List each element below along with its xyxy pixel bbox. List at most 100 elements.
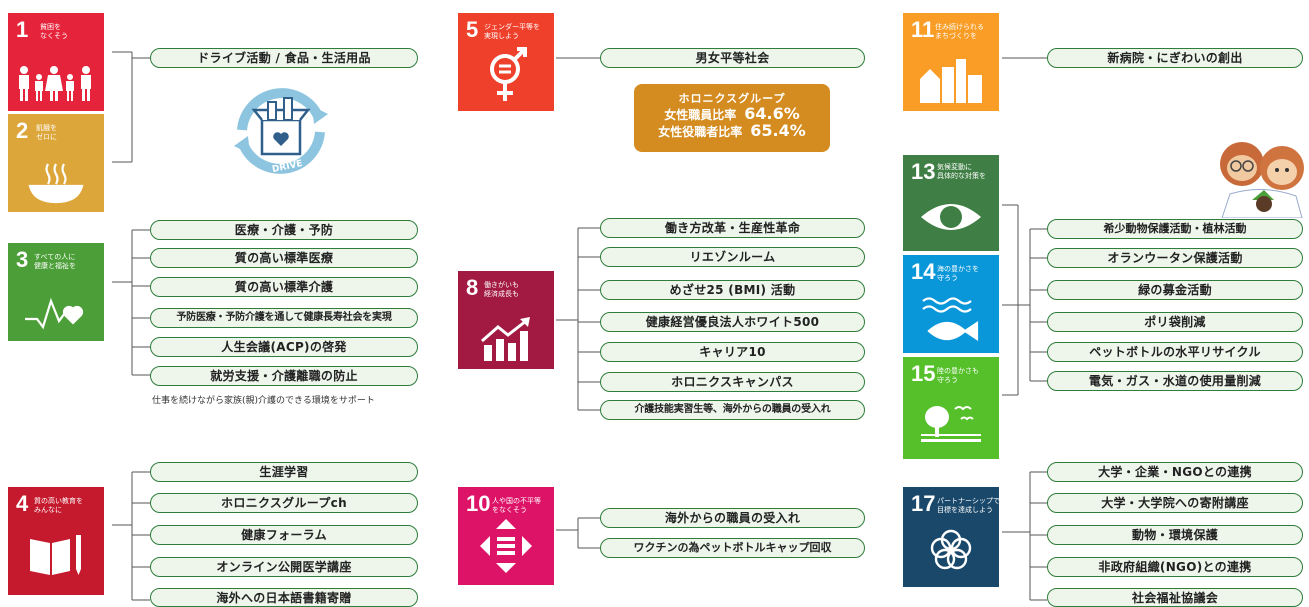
activity-pill: 質の高い標準医療 xyxy=(150,248,418,268)
sdg-goal-4-tile: 4 質の高い教育を みんなに xyxy=(8,487,104,595)
goal-number: 11 xyxy=(911,17,935,42)
activity-pill: 人生会議(ACP)の啓発 xyxy=(150,337,418,357)
activity-pill: オランウータン保護活動 xyxy=(1047,248,1303,268)
sdg-goal-5-tile: 5 ジェンダー平等を 実現しよう xyxy=(458,13,554,111)
activity-pill: 大学・企業・NGOとの連携 xyxy=(1047,462,1303,482)
goal-title-line1: 質の高い教育を xyxy=(34,497,83,505)
goal-title-line2: をなくそう xyxy=(492,506,527,514)
activity-note: 仕事を続けながら家族(親)介護のできる環境をサポート xyxy=(152,396,375,406)
sdg-goal-1-tile: 1 貧困を なくそう xyxy=(8,13,104,111)
activity-pill: 質の高い標準介護 xyxy=(150,277,418,297)
activity-pill: 非政府組織(NGO)との連携 xyxy=(1047,557,1303,577)
activity-pill: ホロニクスキャンパス xyxy=(600,372,865,392)
goal-title-line2: みんなに xyxy=(34,506,62,514)
activity-pill: めざせ25 (BMI) 活動 xyxy=(600,280,865,300)
activity-pill: 生涯学習 xyxy=(150,462,418,482)
goal-number: 8 xyxy=(466,275,479,300)
goal-title-line1: すべての人に xyxy=(34,253,76,261)
bowl-icon xyxy=(8,160,104,204)
orangutan-mascots-illustration xyxy=(1212,134,1309,219)
city-icon xyxy=(903,57,999,103)
goal-title-line1: 陸の豊かさも xyxy=(937,367,979,375)
equality-arrows-icon xyxy=(458,519,554,573)
family-icon xyxy=(8,65,104,103)
sdg-goal-8-tile: 8 働きがいも 経済成長も xyxy=(458,271,554,369)
partnership-rings-icon xyxy=(903,527,999,573)
activity-pill: ポリ袋削減 xyxy=(1047,312,1303,332)
fish-waves-icon xyxy=(903,295,999,345)
goal-title-line1: 飢餓を xyxy=(36,124,57,132)
goal-title-line1: 住み続けられる xyxy=(935,23,984,31)
sdg-goal-13-tile: 13 気候変動に 具体的な対策を xyxy=(903,155,999,251)
activity-pill: ホロニクスグループch xyxy=(150,493,418,513)
activity-pill: オンライン公開医学講座 xyxy=(150,557,418,577)
book-pencil-icon xyxy=(8,533,104,577)
goal-number: 10 xyxy=(466,491,491,516)
sdg-goal-17-tile: 17 パートナーシップで 目標を達成しよう xyxy=(903,487,999,587)
activity-pill: 就労支援・介護離職の防止 xyxy=(150,366,418,386)
goal-number: 5 xyxy=(466,17,479,42)
goal-number: 4 xyxy=(16,491,29,516)
goal-title-line1: 気候変動に xyxy=(937,163,972,171)
goal-number: 14 xyxy=(911,259,936,284)
sdg-goal-2-tile: 2 飢餓を ゼロに xyxy=(8,114,104,212)
activity-pill: 海外からの職員の受入れ xyxy=(600,508,865,528)
gender-equality-icon xyxy=(458,47,554,103)
activity-pill: ドライブ活動 / 食品・生活用品 xyxy=(150,48,418,68)
activity-pill: 電気・ガス・水道の使用量削減 xyxy=(1047,371,1303,391)
activity-pill: 社会福祉協議会 xyxy=(1047,588,1303,607)
goal-number: 2 xyxy=(16,118,29,143)
heartbeat-icon xyxy=(8,293,104,333)
eye-earth-icon xyxy=(903,197,999,237)
tree-birds-icon xyxy=(903,399,999,445)
goal-title-line2: 実現しよう xyxy=(484,32,519,40)
goal-title-line2: 守ろう xyxy=(937,376,958,384)
stats-group-name: ホロニクスグループ xyxy=(678,92,786,105)
goal-title-line2: 具体的な対策を xyxy=(937,172,986,180)
activity-pill: 予防医療・予防介護を通して健康長寿社会を実現 xyxy=(150,308,418,328)
goal-title-line2: ゼロに xyxy=(36,133,57,141)
goal-title-line1: 働きがいも xyxy=(484,281,519,289)
sdg-goal-15-tile: 15 陸の豊かさも 守ろう xyxy=(903,357,999,459)
sdg-goal-14-tile: 14 海の豊かさを 守ろう xyxy=(903,255,999,353)
sdg-goal-11-tile: 11 住み続けられる まちづくりを xyxy=(903,13,999,111)
activity-pill: 大学・大学院への寄附講座 xyxy=(1047,493,1303,513)
activity-pill: リエゾンルーム xyxy=(600,247,865,267)
goal-title-line2: なくそう xyxy=(40,32,68,40)
activity-pill: 希少動物保護活動・植林活動 xyxy=(1047,219,1303,239)
goal-title-line1: 海の豊かさを xyxy=(937,265,979,273)
goal-number: 13 xyxy=(911,159,936,184)
goal-title-line1: 人や国の不平等 xyxy=(492,497,541,505)
activity-pill: キャリア10 xyxy=(600,342,865,362)
goal-number: 15 xyxy=(911,361,936,386)
goal-title-line1: 貧困を xyxy=(40,23,61,31)
activity-pill: 健康フォーラム xyxy=(150,525,418,545)
activity-pill: 介護技能実習生等、海外からの職員の受入れ xyxy=(600,400,865,420)
goal-title-line2: 経済成長も xyxy=(484,290,519,298)
activity-pill: 働き方改革・生産性革命 xyxy=(600,218,865,238)
growth-chart-icon xyxy=(458,317,554,361)
activity-pill: 動物・環境保護 xyxy=(1047,525,1303,545)
goal-title-line2: 目標を達成しよう xyxy=(937,506,993,514)
goal-title-line2: 健康と福祉を xyxy=(34,262,76,270)
activity-pill: 緑の募金活動 xyxy=(1047,280,1303,300)
activity-pill: 健康経営優良法人ホワイト500 xyxy=(600,312,865,332)
activity-pill: ワクチンの為ペットボトルキャップ回収 xyxy=(600,538,865,558)
activity-pill: ペットボトルの水平リサイクル xyxy=(1047,342,1303,362)
activity-pill: 男女平等社会 xyxy=(600,48,865,68)
sdg-goal-10-tile: 10 人や国の不平等 をなくそう xyxy=(458,487,554,585)
goal-number: 3 xyxy=(16,247,29,272)
goal-title-line1: ジェンダー平等を xyxy=(484,23,540,31)
activity-pill: 医療・介護・予防 xyxy=(150,220,418,240)
goal-number: 17 xyxy=(911,491,936,516)
sdg-goal-3-tile: 3 すべての人に 健康と福祉を xyxy=(8,243,104,341)
goal-title-line2: まちづくりを xyxy=(935,32,977,40)
goal-number: 1 xyxy=(16,17,29,42)
activity-pill: 海外への日本語書籍寄贈 xyxy=(150,588,418,607)
goal-title-line1: パートナーシップで xyxy=(937,497,999,505)
goal-title-line2: 守ろう xyxy=(937,274,958,282)
activity-pill: 新病院・にぎわいの創出 xyxy=(1047,48,1303,68)
